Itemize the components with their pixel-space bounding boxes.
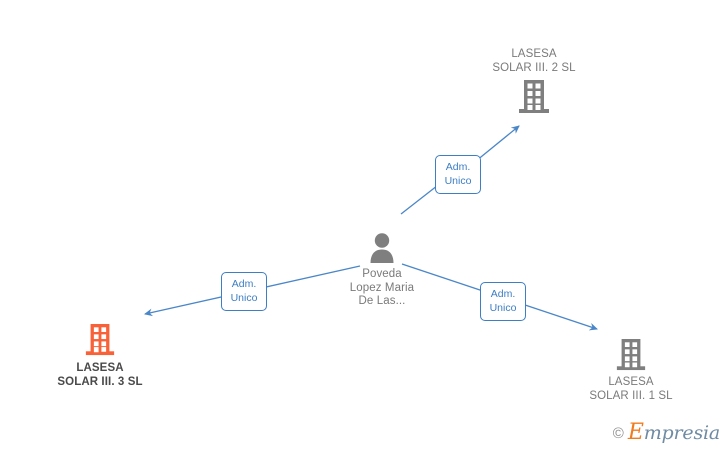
edge-path-to-company-2-b: [475, 125, 520, 162]
person-icon: [370, 233, 394, 263]
brand-rest: mpresia: [643, 422, 720, 444]
edge-label-to-company-2[interactable]: Adm. Unico: [435, 155, 481, 194]
edge-label-to-company-3[interactable]: Adm. Unico: [221, 272, 267, 311]
node-company-1-label: LASESA SOLAR III. 1 SL: [589, 376, 673, 402]
edge-label-to-company-1[interactable]: Adm. Unico: [480, 282, 526, 321]
building-icon: [85, 324, 115, 356]
node-company-3-label: LASESA SOLAR III. 3 SL: [57, 362, 143, 388]
brand-initial: E: [627, 420, 644, 445]
node-person-center[interactable]: Poveda Lopez Maria De Las...: [302, 232, 462, 309]
node-company-3[interactable]: LASESA SOLAR III. 3 SL: [20, 322, 180, 389]
building-icon: [616, 339, 646, 371]
building-icon: [519, 80, 549, 113]
copyright-icon: ©: [612, 424, 624, 442]
empresia-watermark: © Empresia: [613, 422, 720, 444]
brand-wordmark: Empresia: [628, 422, 720, 444]
node-company-2[interactable]: LASESA SOLAR III. 2 SL: [454, 48, 614, 115]
node-person-center-label: Poveda Lopez Maria De Las...: [349, 268, 415, 307]
node-company-1[interactable]: LASESA SOLAR III. 1 SL: [551, 338, 711, 403]
node-company-2-label: LASESA SOLAR III. 2 SL: [492, 48, 576, 74]
